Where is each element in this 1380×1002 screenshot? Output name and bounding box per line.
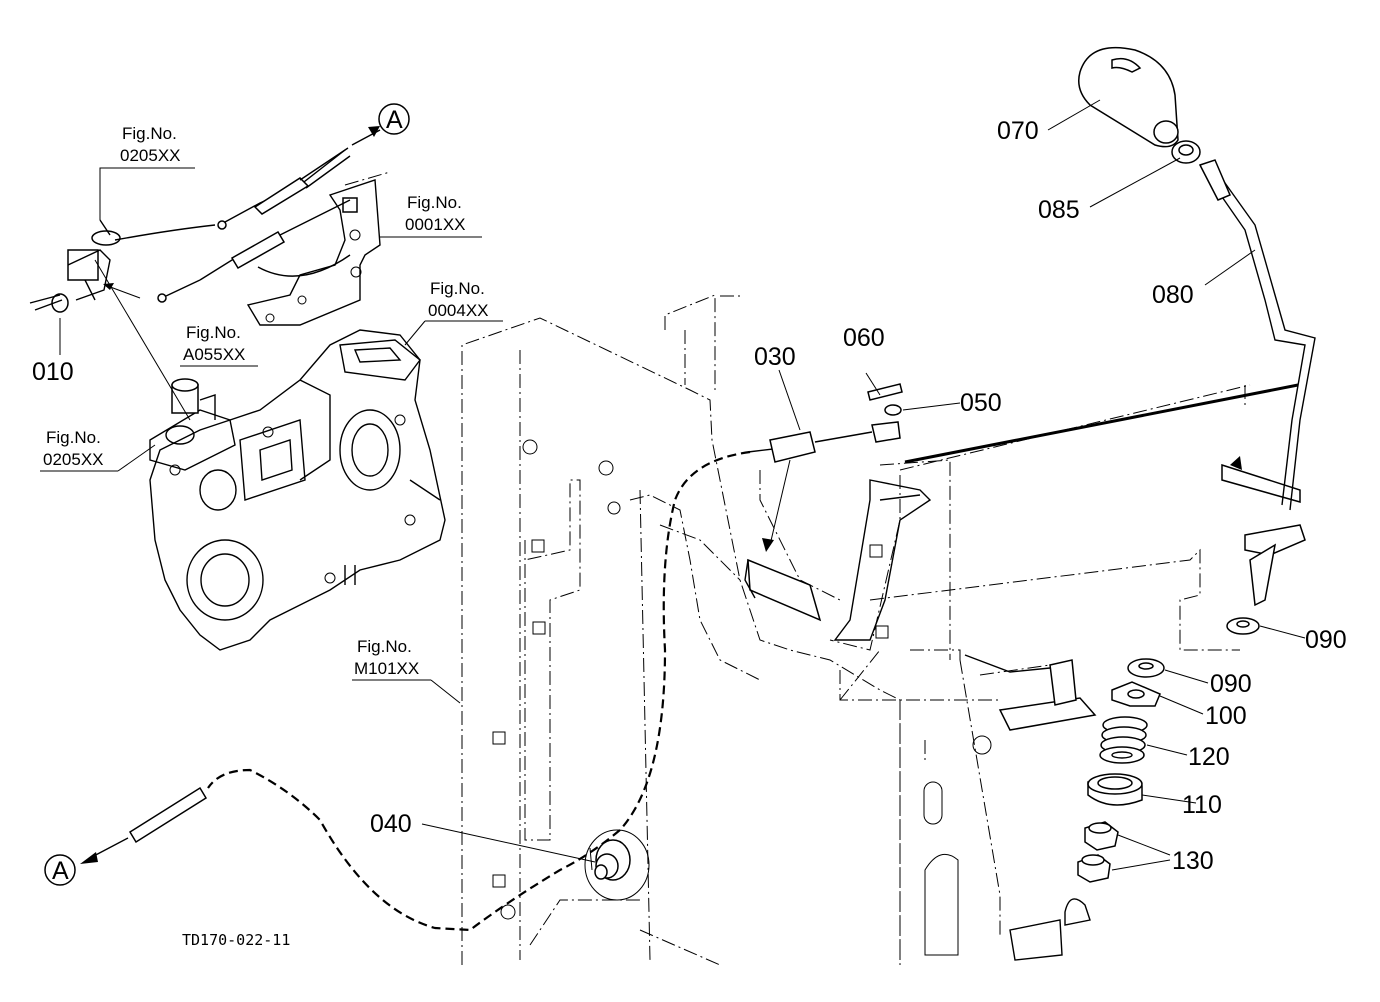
fig-ref-0004xx: Fig.No. 0004XX xyxy=(425,279,503,322)
engine-housing xyxy=(149,329,446,651)
part-label-070: 070 xyxy=(997,117,1039,145)
throttle-guide xyxy=(1221,456,1306,556)
svg-text:0001XX: 0001XX xyxy=(405,215,466,234)
svg-text:Fig.No.: Fig.No. xyxy=(186,323,241,342)
svg-text:Fig.No.: Fig.No. xyxy=(122,124,177,143)
washer-090-upper xyxy=(1226,617,1260,635)
part-label-040: 040 xyxy=(370,810,412,838)
part-label-080: 080 xyxy=(1152,281,1194,309)
spring-120 xyxy=(1099,716,1148,764)
part-label-090-lower: 090 xyxy=(1210,670,1252,698)
bushing-110 xyxy=(1087,773,1143,806)
svg-text:Fig.No.: Fig.No. xyxy=(357,637,412,656)
svg-text:0205XX: 0205XX xyxy=(120,146,181,165)
callout-a-top-label: A xyxy=(386,106,403,134)
lever-collar xyxy=(1171,140,1201,164)
lever-knob xyxy=(1078,46,1179,148)
lever-rod xyxy=(1198,159,1316,607)
svg-text:Fig.No.: Fig.No. xyxy=(407,193,462,212)
throttle-cable-upper xyxy=(747,383,903,463)
part-label-120: 120 xyxy=(1188,743,1230,771)
svg-text:Fig.No.: Fig.No. xyxy=(430,279,485,298)
washer-090-lower xyxy=(1127,658,1165,678)
part-label-110: 110 xyxy=(1182,791,1222,819)
part-label-100: 100 xyxy=(1205,702,1247,730)
throttle-cable-dashed xyxy=(207,450,751,932)
lower-cable-end: A xyxy=(44,786,208,886)
part-label-090-upper: 090 xyxy=(1305,626,1347,654)
part-labels: 010 030 040 050 060 070 080 085 090 090 … xyxy=(32,117,1347,875)
lever-bracket xyxy=(833,479,932,641)
cable-pulley xyxy=(584,829,650,901)
throttle-plate xyxy=(744,558,822,622)
lever-support xyxy=(964,654,1097,961)
drawing-code: TD170-022-11 xyxy=(182,931,290,949)
leader-lines xyxy=(59,99,1306,871)
fig-ref-0205xx-top: Fig.No. 0205XX xyxy=(117,124,195,169)
nut-130-lower xyxy=(1077,854,1111,883)
governor-lever-unit xyxy=(29,219,121,313)
part-label-130: 130 xyxy=(1172,847,1214,875)
nut-130-upper xyxy=(1084,821,1119,851)
svg-text:Fig.No.: Fig.No. xyxy=(46,428,101,447)
part-label-085: 085 xyxy=(1038,196,1080,224)
fig-ref-0001xx: Fig.No. 0001XX xyxy=(404,193,482,238)
injection-pump-governor xyxy=(149,378,236,471)
part-label-010: 010 xyxy=(32,358,74,386)
friction-plate-100 xyxy=(1111,681,1161,707)
fig-ref-a055xx: Fig.No. A055XX xyxy=(180,323,258,367)
upper-cables xyxy=(114,147,351,303)
part-label-030: 030 xyxy=(754,343,796,371)
hand-throttle-cable xyxy=(904,383,1299,464)
callout-a-top: A xyxy=(351,103,410,146)
part-label-050: 050 xyxy=(960,389,1002,417)
figure-references: Fig.No. 0205XX Fig.No. 0001XX Fig.No. 00… xyxy=(40,124,503,681)
callout-a-bottom-label: A xyxy=(52,857,69,885)
svg-text:M101XX: M101XX xyxy=(354,659,419,678)
svg-text:0205XX: 0205XX xyxy=(43,450,104,469)
fig-ref-m101xx: Fig.No. M101XX xyxy=(352,637,431,681)
fig-ref-0205xx-lower: Fig.No. 0205XX xyxy=(40,428,118,472)
frame-panel xyxy=(461,294,1251,966)
svg-text:0004XX: 0004XX xyxy=(428,301,489,320)
frame-holes xyxy=(492,439,992,956)
part-label-060: 060 xyxy=(843,324,885,352)
svg-text:A055XX: A055XX xyxy=(183,345,245,364)
